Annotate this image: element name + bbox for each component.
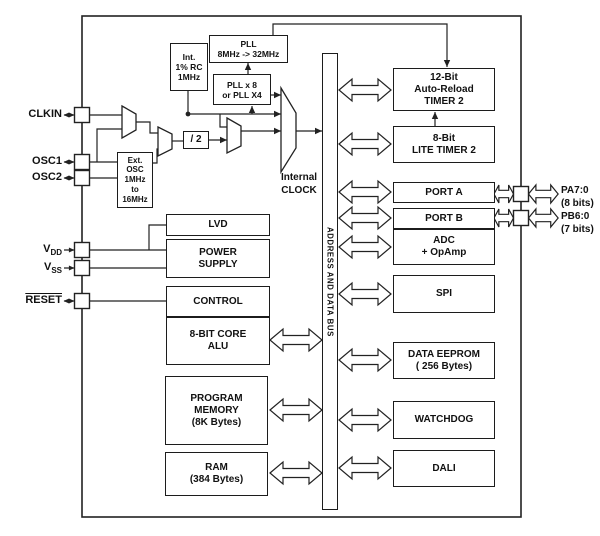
block-ram-label: (384 Bytes): [189, 474, 244, 485]
block-ext-osc-label: Ext.: [127, 155, 143, 165]
pin-label-vdd: VDD: [10, 243, 62, 259]
mux-internal-clock: [280, 85, 297, 175]
pin-vss-base: V: [43, 261, 52, 273]
block-program-label: (8K Bytes): [191, 416, 242, 428]
block-timer2-label: Auto-Reload: [414, 83, 474, 95]
block-ram-label: RAM: [205, 462, 228, 473]
pin-label-osc1: OSC1: [10, 155, 62, 168]
mux-osc: [157, 125, 173, 158]
internal-clock-line: CLOCK: [281, 185, 317, 196]
block-data-eeprom: DATA EEPROM ( 256 Bytes): [393, 342, 495, 379]
pin-pb-name: PB6:0: [561, 211, 590, 222]
block-alu-label: 8-BIT CORE: [189, 329, 247, 340]
pin-square-osc2: [73, 169, 91, 187]
pin-reset-text: RESET: [25, 294, 62, 306]
block-lvd: LVD: [166, 214, 270, 236]
block-core-alu: 8-BIT CORE ALU: [166, 317, 270, 365]
block-power-supply: POWER SUPPLY: [166, 239, 270, 278]
block-pll: PLL 8MHz -> 32MHz: [209, 35, 288, 63]
pin-squares: [73, 106, 530, 310]
block-ram: RAM (384 Bytes): [165, 452, 268, 496]
pin-vdd-sub: DD: [50, 248, 62, 258]
block-div2-label: / 2: [190, 134, 202, 145]
block-eeprom-label: ( 256 Bytes): [415, 360, 473, 372]
pin-label-clkin: CLKIN: [10, 108, 62, 121]
pin-square-porta: [512, 185, 530, 203]
mux-div: [226, 116, 242, 155]
pin-pa-name: PA7:0: [561, 185, 589, 196]
mux-clkin: [121, 104, 137, 140]
address-data-bus: ADDRESS AND DATA BUS: [322, 53, 338, 510]
block-power-label: POWER: [199, 246, 237, 258]
block-power-label: SUPPLY: [198, 258, 238, 270]
block-port-a: PORT A: [393, 182, 495, 203]
block-pll-mult-label: or PLL X4: [222, 89, 262, 100]
block-spi-label: SPI: [435, 288, 453, 299]
block-lvd-label: LVD: [208, 219, 228, 230]
address-data-bus-label: ADDRESS AND DATA BUS: [325, 226, 335, 337]
block-adc-label: + OpAmp: [421, 247, 467, 258]
block-port-a-label: PORT A: [425, 186, 463, 198]
block-dali: DALI: [393, 450, 495, 487]
pin-square-osc1: [73, 153, 91, 171]
block-program-memory: PROGRAM MEMORY (8K Bytes): [165, 376, 268, 445]
pin-vss-sub: SS: [51, 266, 62, 276]
block-int-rc-label: Int.: [182, 52, 196, 62]
internal-clock-label: Internal CLOCK: [272, 171, 326, 197]
block-int-rc-label: 1MHz: [177, 72, 201, 82]
pin-osc1-text: OSC1: [32, 155, 62, 167]
pin-clkin-text: CLKIN: [28, 108, 62, 120]
block-pll-label: 8MHz -> 32MHz: [217, 49, 280, 59]
pin-label-vss: VSS: [10, 261, 62, 277]
block-ext-osc-label: OSC: [126, 165, 144, 175]
block-port-b: PORT B: [393, 208, 495, 229]
block-div2: / 2: [183, 131, 209, 149]
block-int-rc: Int. 1% RC 1MHz: [170, 43, 208, 91]
pin-label-pa: PA7:0 (8 bits): [561, 184, 594, 210]
block-spi: SPI: [393, 275, 495, 313]
block-lite-timer-label: 8-Bit: [432, 132, 456, 144]
pin-square-reset: [73, 292, 91, 310]
block-timer2-label: 12-Bit: [430, 71, 458, 83]
block-int-rc-label: 1% RC: [175, 62, 203, 72]
pin-pa-bits: (8 bits): [561, 198, 594, 209]
clock-muxes: [121, 85, 297, 175]
block-pll-label: PLL: [240, 39, 257, 49]
pin-square-portb: [512, 209, 530, 227]
block-pll-mult-label: PLL x 8: [226, 79, 258, 90]
block-watchdog-label: WATCHDOG: [414, 414, 474, 425]
block-program-label: MEMORY: [194, 404, 239, 416]
junction-dot: [185, 111, 191, 117]
pin-label-pb: PB6:0 (7 bits): [561, 210, 594, 236]
block-ext-osc-label: to: [131, 184, 139, 194]
pin-pb-bits: (7 bits): [561, 224, 594, 235]
internal-clock-line: Internal: [280, 172, 318, 183]
block-eeprom-label: DATA EEPROM: [407, 348, 481, 360]
pin-square-clkin: [73, 106, 91, 124]
pin-vdd-base: V: [43, 243, 51, 255]
block-ext-osc-label: 1MHz: [124, 175, 146, 185]
block-alu-label: ALU: [207, 341, 229, 352]
block-dali-label: DALI: [432, 462, 456, 474]
pin-square-vss: [73, 259, 91, 277]
block-ext-osc-label: 16MHz: [122, 194, 148, 204]
block-adc: ADC + OpAmp: [393, 229, 495, 265]
block-watchdog: WATCHDOG: [393, 401, 495, 439]
block-adc-label: ADC: [433, 235, 455, 246]
block-pll-mult: PLL x 8 or PLL X4: [213, 74, 271, 105]
block-program-label: PROGRAM: [190, 392, 243, 404]
pin-osc2-text: OSC2: [32, 171, 62, 183]
block-control-label: CONTROL: [193, 295, 243, 307]
block-port-b-label: PORT B: [425, 212, 463, 224]
pin-label-osc2: OSC2: [10, 171, 62, 184]
block-control: CONTROL: [166, 286, 270, 317]
block-timer2-label: TIMER 2: [424, 95, 464, 107]
block-ext-osc: Ext. OSC 1MHz to 16MHz: [117, 152, 153, 208]
pin-square-vdd: [73, 241, 91, 259]
block-lite-timer-label: LITE TIMER 2: [412, 144, 476, 156]
block-timer2: 12-Bit Auto-Reload TIMER 2: [393, 68, 495, 111]
pin-label-reset: RESET: [10, 294, 62, 307]
block-lite-timer: 8-Bit LITE TIMER 2: [393, 126, 495, 163]
